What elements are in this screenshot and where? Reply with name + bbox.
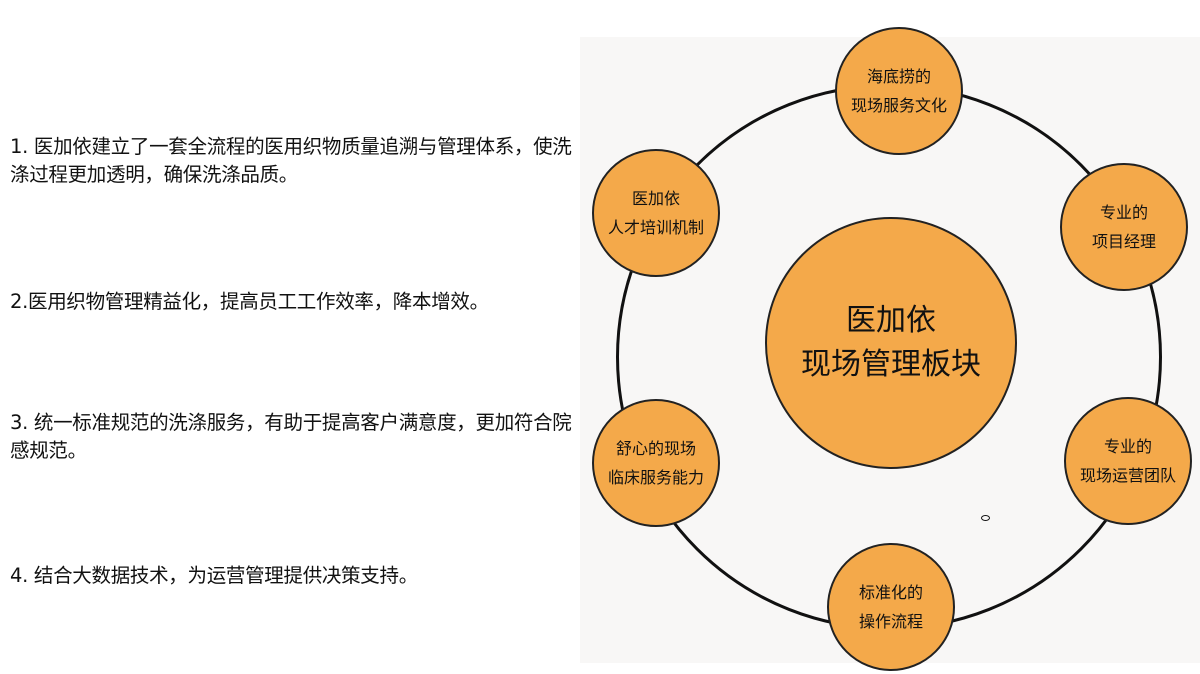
benefit-item-1: 1. 医加依建立了一套全流程的医用织物质量追溯与管理体系，使洗涤过程更加透明，确… [10,135,572,186]
node-line2: 操作流程 [858,612,923,631]
node-line1: 标准化的 [858,583,923,602]
center-node: 医加依 现场管理板块 [765,217,1017,469]
stray-mark [981,515,990,521]
node-line1: 海底捞的 [866,67,931,86]
node-line1: 舒心的现场 [615,439,696,458]
node-service-culture: 海底捞的 现场服务文化 [835,27,963,155]
node-line2: 项目经理 [1091,232,1156,251]
node-line1: 专业的 [1103,437,1152,456]
center-node-line2: 现场管理板块 [801,347,981,382]
node-line2: 人才培训机制 [607,218,704,237]
node-line1: 医加依 [631,189,680,208]
center-node-line1: 医加依 [846,303,936,338]
node-clinical-service: 舒心的现场 临床服务能力 [592,399,720,527]
benefit-item-3: 3. 统一标准规范的洗涤服务，有助于提高客户满意度，更加符合院感规范。 [10,411,572,462]
node-operations-team: 专业的 现场运营团队 [1064,397,1192,525]
node-line2: 现场服务文化 [850,96,947,115]
benefit-item-4: 4. 结合大数据技术，为运营管理提供决策支持。 [10,564,418,587]
node-line2: 现场运营团队 [1079,466,1176,485]
node-line1: 专业的 [1099,203,1148,222]
node-project-manager: 专业的 项目经理 [1060,163,1188,291]
benefit-list: 1. 医加依建立了一套全流程的医用织物质量追溯与管理体系，使洗涤过程更加透明，确… [10,135,572,587]
node-talent-training: 医加依 人才培训机制 [592,149,720,277]
node-standard-process: 标准化的 操作流程 [827,543,955,671]
node-line2: 临床服务能力 [607,468,704,487]
management-diagram: 医加依 现场管理板块 海底捞的 现场服务文化 专业的 项目经理 专业的 现场运营… [580,27,1200,671]
benefit-item-2: 2.医用织物管理精益化，提高员工工作效率，降本增效。 [10,290,489,313]
